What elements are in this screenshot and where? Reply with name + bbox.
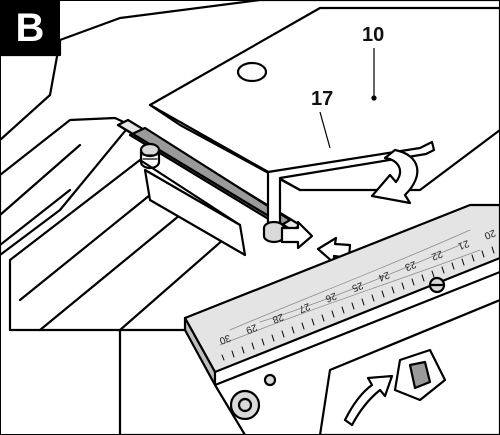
allen-key-icon <box>266 140 436 227</box>
machine-top-edge <box>0 38 62 142</box>
lower-table-slats <box>18 193 182 332</box>
screw-icon <box>139 142 161 170</box>
ruler-scale-labels: 30 29 28 27 26 25 24 23 22 21 20 <box>217 227 497 346</box>
ruler-scale-label: 29 <box>244 321 259 335</box>
ruler-scale-label: 28 <box>270 311 285 325</box>
ruler-scale-label: 26 <box>323 290 338 304</box>
allen-key-tip <box>262 220 286 244</box>
ruler-grain <box>219 229 481 346</box>
ruler-scale-label: 22 <box>429 248 444 262</box>
planer-table-10-edge <box>148 103 302 192</box>
ruler-scale-label: 25 <box>350 279 365 293</box>
ruler-scale-label: 20 <box>482 227 497 241</box>
knob-icon <box>393 348 447 402</box>
blade-channel-inner <box>128 126 292 228</box>
leader-line-17 <box>319 111 331 149</box>
ruler-scale-label: 21 <box>456 237 471 251</box>
rotation-arrow-lower-icon <box>343 374 394 427</box>
screw-right-icon <box>428 276 446 294</box>
rotation-arrow-icon <box>370 148 419 205</box>
callout-part-10: 10 <box>362 24 385 46</box>
lower-table-block <box>143 168 247 257</box>
ruler-scale-label: 27 <box>297 300 312 314</box>
ruler-scale-label: 30 <box>217 332 232 346</box>
lower-housing <box>118 328 247 435</box>
adjustment-arrow-right-icon <box>280 220 314 250</box>
table-hole <box>236 61 268 83</box>
ruler-scale-label: 24 <box>376 269 391 283</box>
ruler-scale-label: 23 <box>403 258 418 272</box>
panel-label: B <box>0 0 60 56</box>
bolt-icon <box>229 389 261 421</box>
ruler-ticks <box>221 246 495 361</box>
callout-part-17: 17 <box>311 88 334 110</box>
screw-lower-icon <box>263 373 277 387</box>
